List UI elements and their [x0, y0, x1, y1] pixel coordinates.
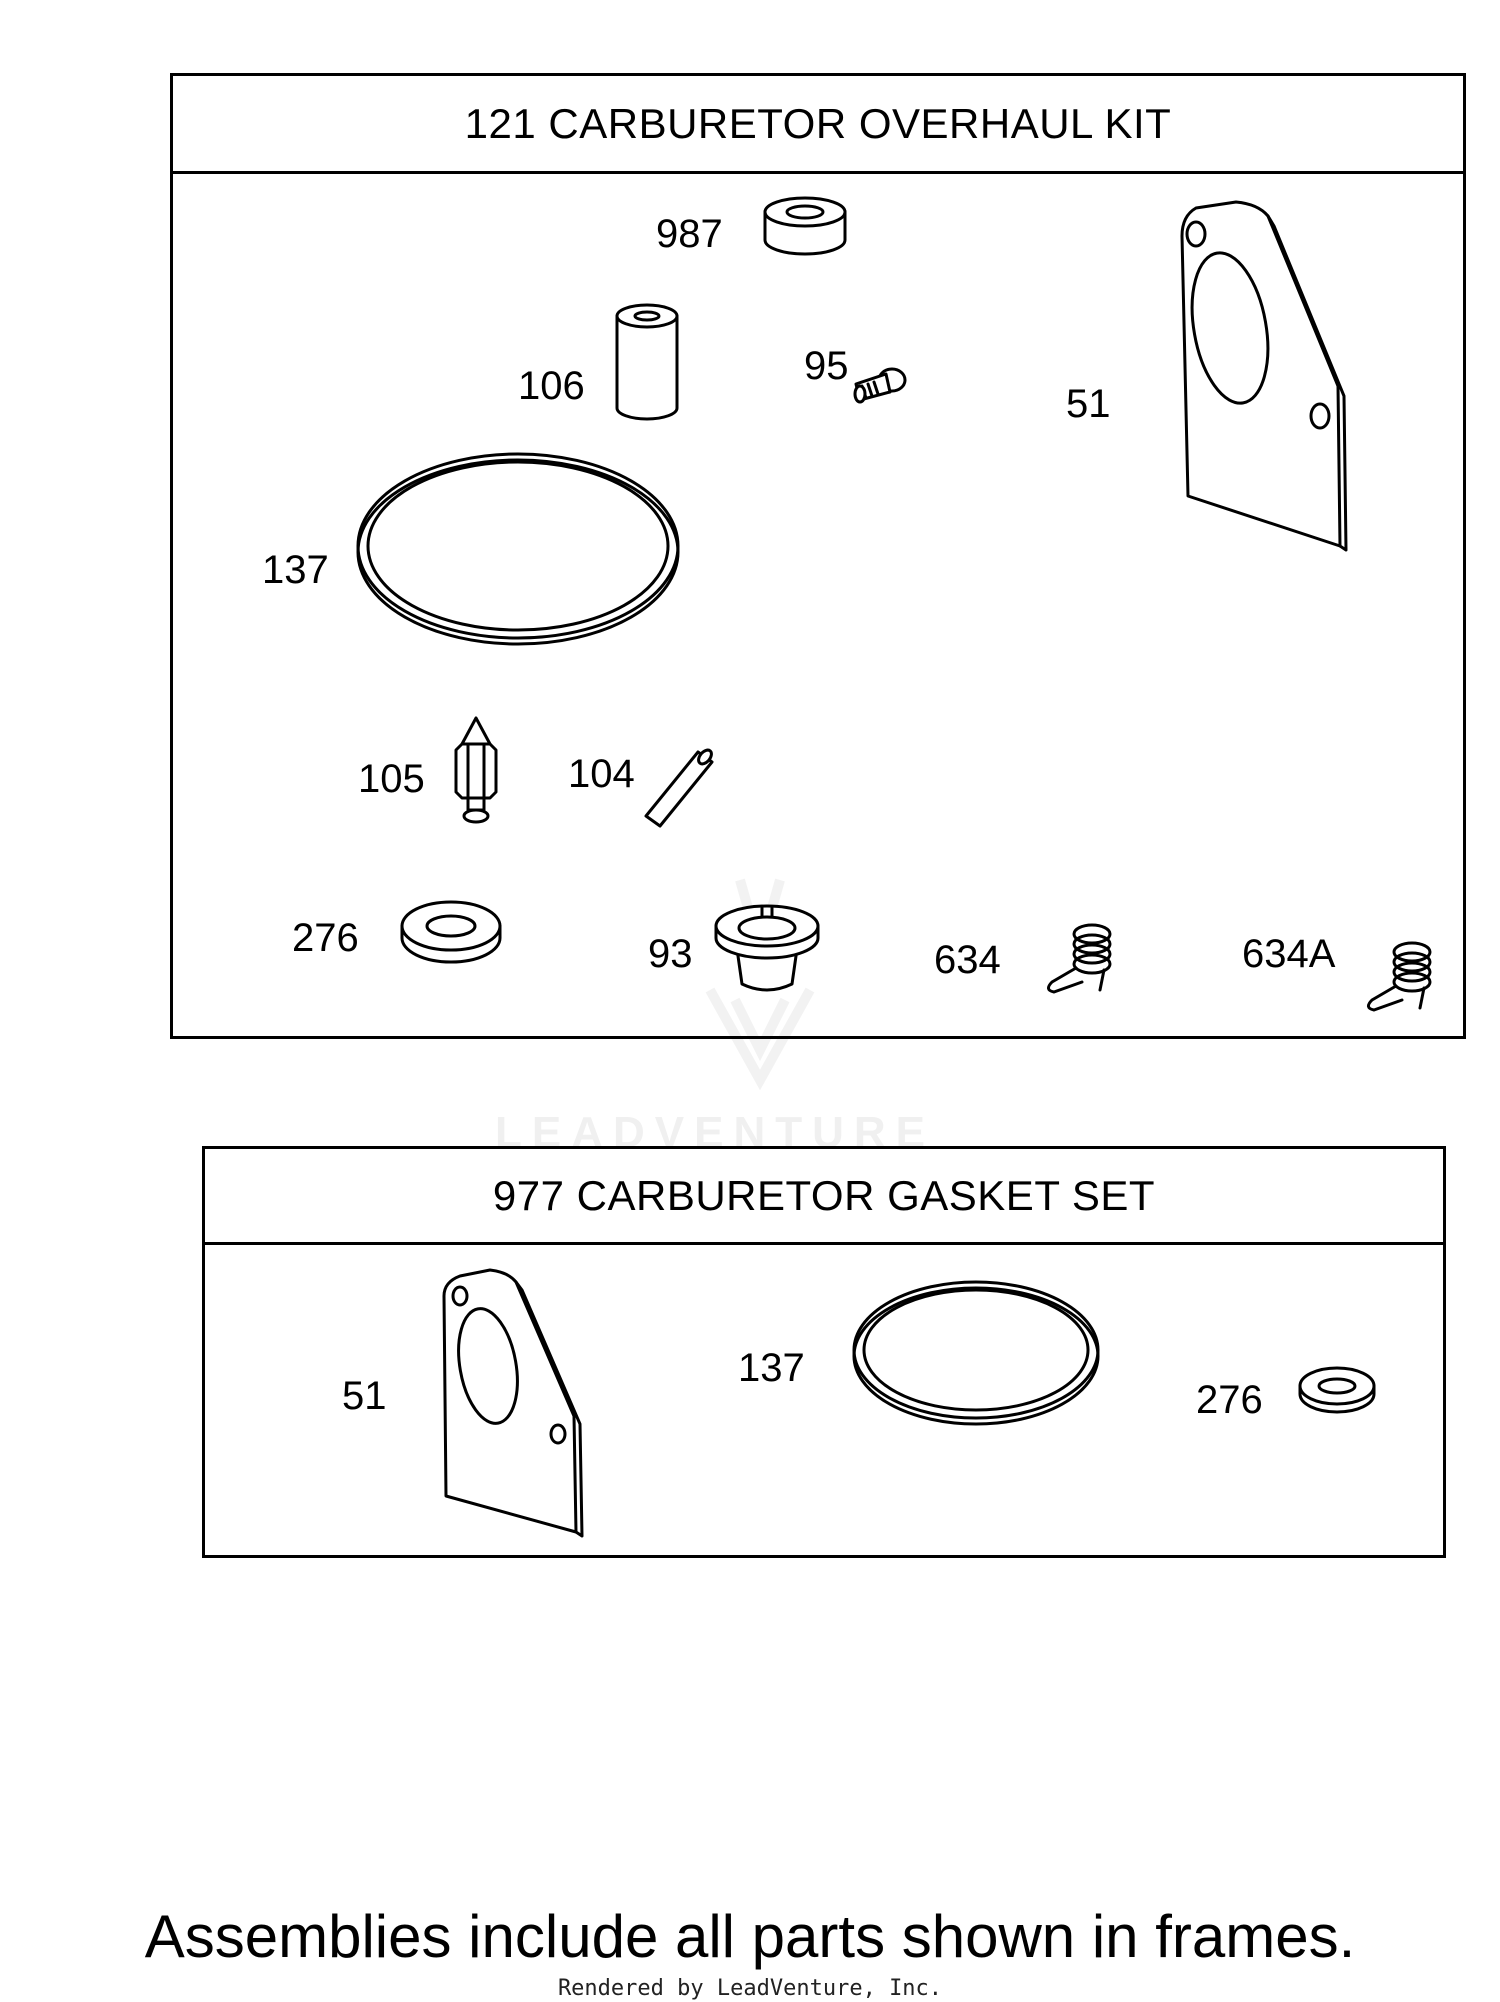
washer-276-icon — [400, 900, 502, 964]
label-987: 987 — [656, 212, 723, 256]
label-634a: 634A — [1242, 932, 1336, 976]
label-gasket-137: 137 — [738, 1346, 805, 1390]
label-105: 105 — [358, 757, 425, 801]
seat-93-icon — [714, 904, 820, 992]
overhaul-kit-frame: 121 CARBURETOR OVERHAUL KIT — [170, 73, 1466, 1039]
gasket-51-icon — [1180, 200, 1348, 552]
label-93: 93 — [648, 932, 693, 976]
spring-634-icon — [1047, 923, 1112, 994]
label-gasket-51: 51 — [342, 1374, 387, 1418]
label-106: 106 — [518, 364, 585, 408]
label-95: 95 — [804, 344, 849, 388]
spring-634a-icon — [1367, 941, 1432, 1012]
footer-note: Assemblies include all parts shown in fr… — [144, 1903, 1356, 1970]
bushing-987-icon — [763, 196, 847, 256]
label-104: 104 — [568, 752, 635, 796]
gasket-set-51-icon — [442, 1268, 584, 1538]
label-gasket-276: 276 — [1196, 1378, 1263, 1422]
label-137: 137 — [262, 548, 329, 592]
label-51: 51 — [1066, 382, 1111, 426]
gasket-set-frame: 977 CARBURETOR GASKET SET — [202, 1146, 1446, 1558]
label-634: 634 — [934, 938, 1001, 982]
needle-valve-105-icon — [454, 716, 498, 824]
pin-104-icon — [644, 748, 714, 828]
overhaul-kit-title: 121 CARBURETOR OVERHAUL KIT — [173, 76, 1463, 174]
label-276: 276 — [292, 916, 359, 960]
gasket-set-title: 977 CARBURETOR GASKET SET — [205, 1149, 1443, 1245]
o-ring-137-icon — [356, 452, 680, 646]
gasket-set-washer-276-icon — [1298, 1366, 1376, 1414]
cylinder-106-icon — [615, 303, 679, 421]
screw-95-icon — [853, 367, 907, 404]
gasket-set-o-ring-137-icon — [852, 1280, 1100, 1426]
render-credit: Rendered by LeadVenture, Inc. — [557, 1976, 943, 2001]
